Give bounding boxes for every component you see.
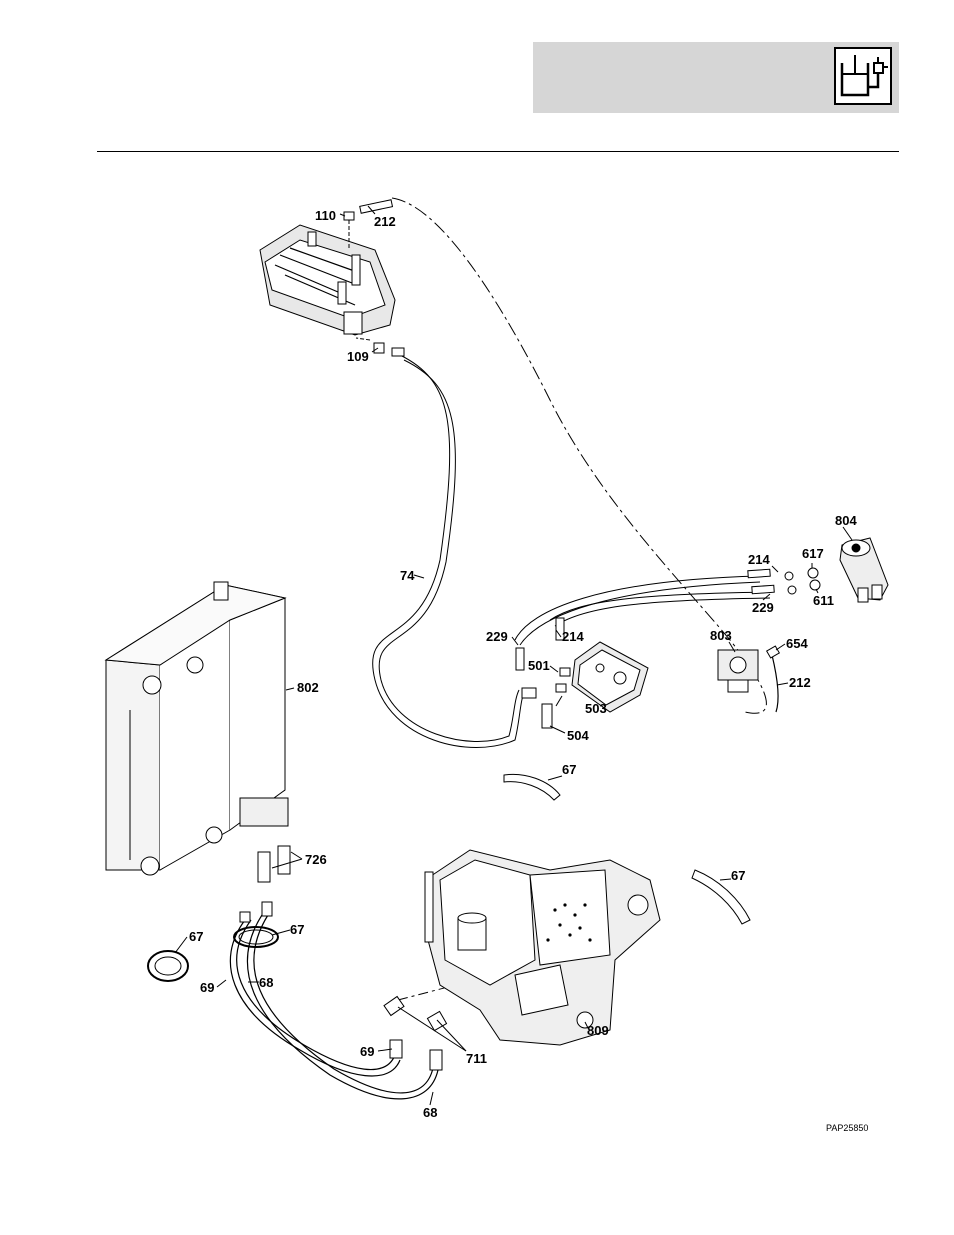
- callout-802: 802: [297, 680, 319, 695]
- callout-214-right: 214: [748, 552, 770, 567]
- callout-67-hoses: 67: [290, 922, 304, 937]
- callout-726: 726: [305, 852, 327, 867]
- callout-711: 711: [466, 1051, 487, 1066]
- callout-214-mid: 214: [562, 629, 584, 644]
- callout-803: 803: [710, 628, 732, 643]
- callout-229-right: 229: [752, 600, 774, 615]
- callout-67-mid: 67: [562, 762, 576, 777]
- transmission-809: [425, 850, 660, 1045]
- hose-212-short: [772, 655, 778, 712]
- callout-611: 611: [813, 593, 834, 608]
- steering-unit-804: [840, 538, 888, 602]
- callout-809: 809: [587, 1023, 609, 1038]
- motor-803: [718, 646, 779, 692]
- oil-cooler-802: [106, 582, 288, 875]
- callout-67-right: 67: [731, 868, 745, 883]
- callout-69-left: 69: [200, 980, 214, 995]
- drawing-reference-code: PAP25850: [826, 1123, 868, 1133]
- callout-109: 109: [347, 349, 369, 364]
- callout-504: 504: [567, 728, 589, 743]
- hose-214-a: [550, 592, 770, 620]
- callout-67-left: 67: [189, 929, 203, 944]
- callout-804: 804: [835, 513, 857, 528]
- callout-617: 617: [802, 546, 824, 561]
- hose-clamp-67-left: [148, 951, 188, 981]
- callout-229-mid: 229: [486, 629, 508, 644]
- callout-69-bottom: 69: [360, 1044, 374, 1059]
- callout-74: 74: [400, 568, 415, 583]
- main-control-valve: [260, 225, 395, 335]
- callout-501: 501: [528, 658, 550, 673]
- callout-68-bottom: 68: [423, 1105, 437, 1120]
- callout-212-right: 212: [789, 675, 811, 690]
- hose-68-inner: [254, 915, 433, 1093]
- hose-214-b: [555, 598, 770, 626]
- callout-212-top: 212: [374, 214, 396, 229]
- callout-654: 654: [786, 636, 808, 651]
- callout-68-left: 68: [259, 975, 273, 990]
- fittings-617-611: [748, 568, 820, 594]
- hose-68: [247, 915, 438, 1099]
- callout-110: 110: [315, 208, 336, 223]
- fitting-212-top: [360, 200, 393, 214]
- hose-74-outer: [373, 355, 525, 748]
- hose-clamp-67-hoses: [234, 927, 278, 947]
- callout-503: 503: [585, 701, 607, 716]
- fittings-726: [240, 846, 290, 922]
- hose-74-inner: [379, 360, 519, 741]
- hose-piece-67-mid: [504, 774, 560, 800]
